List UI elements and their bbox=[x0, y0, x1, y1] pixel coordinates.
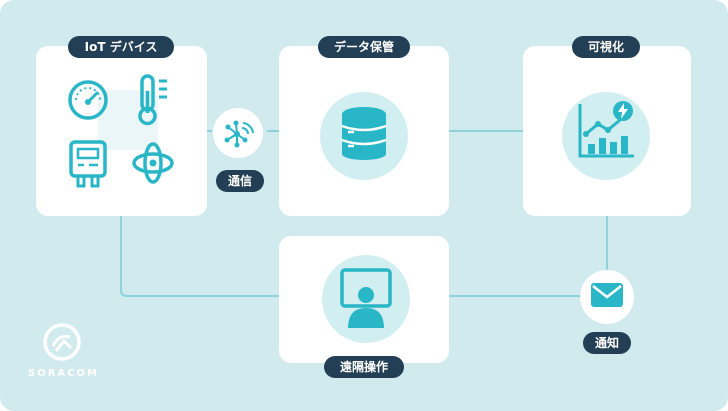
devices-label: IoT デバイス bbox=[68, 36, 174, 58]
brand-name: SORACOM bbox=[28, 368, 99, 379]
meter-icon bbox=[69, 140, 107, 188]
gauge-icon bbox=[68, 80, 108, 120]
thermometer-icon bbox=[138, 74, 167, 126]
soracom-logo-icon bbox=[43, 323, 81, 361]
orbit-sensor-icon bbox=[132, 142, 174, 184]
remote-operator-icon bbox=[340, 268, 392, 328]
arrow-remote-to-devices bbox=[121, 190, 318, 297]
lightning-icon bbox=[613, 101, 633, 121]
network-icon bbox=[224, 120, 254, 148]
storage-label: データ保管 bbox=[318, 36, 410, 58]
communication-label: 通信 bbox=[216, 170, 264, 192]
database-icon bbox=[341, 107, 387, 160]
chart-icon bbox=[578, 104, 634, 158]
remote-label: 遠隔操作 bbox=[324, 356, 404, 378]
notification-label: 通知 bbox=[583, 332, 631, 354]
mail-icon bbox=[591, 283, 623, 307]
visualize-label: 可視化 bbox=[572, 36, 640, 58]
visualize-icon-bg bbox=[562, 92, 650, 180]
